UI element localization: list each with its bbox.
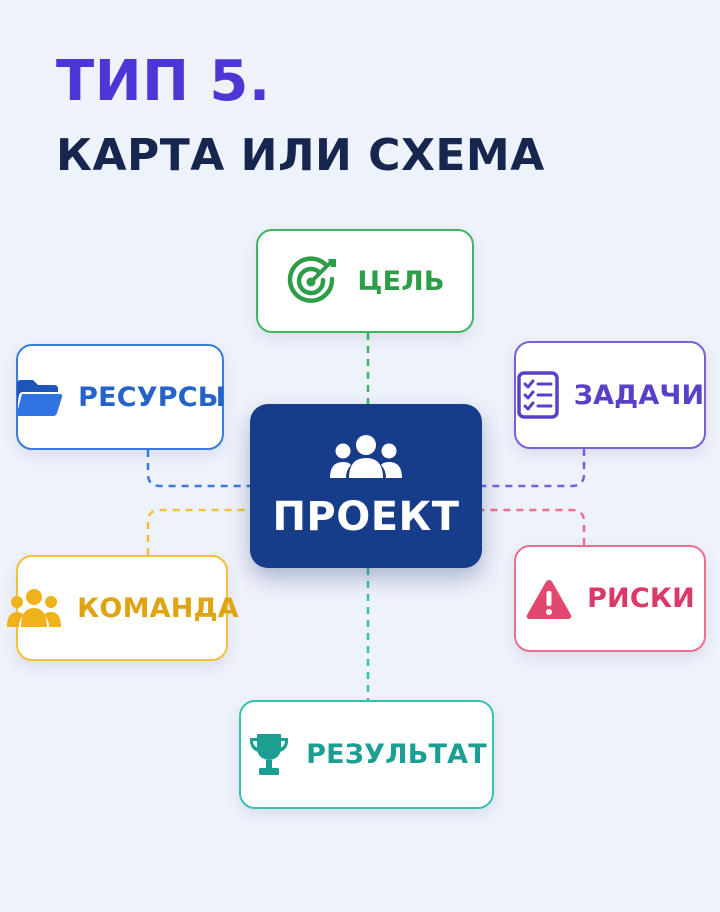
people-group-icon bbox=[330, 435, 402, 478]
node-risks: РИСКИ bbox=[514, 545, 706, 652]
center-label: ПРОЕКТ bbox=[272, 494, 460, 540]
node-risks-label: РИСКИ bbox=[587, 583, 695, 614]
folder-icon bbox=[16, 380, 63, 416]
title-line-1: ТИП 5. bbox=[56, 49, 271, 114]
node-team-label: КОМАНДА bbox=[77, 592, 239, 624]
node-result-label: РЕЗУЛЬТАТ bbox=[306, 739, 487, 770]
node-goal: ЦЕЛЬ bbox=[256, 229, 474, 333]
trophy-icon bbox=[250, 733, 289, 775]
node-team: КОМАНДА bbox=[7, 555, 239, 661]
node-result: РЕЗУЛЬТАТ bbox=[239, 700, 494, 809]
node-tasks-label: ЗАДАЧИ bbox=[573, 379, 705, 411]
connector-team bbox=[146, 508, 250, 555]
node-tasks: ЗАДАЧИ bbox=[514, 341, 706, 449]
connector-resources bbox=[146, 450, 250, 488]
node-resources: РЕСУРСЫ bbox=[16, 344, 226, 450]
node-goal-label: ЦЕЛЬ bbox=[357, 265, 445, 297]
connector-tasks bbox=[482, 449, 586, 488]
node-resources-label: РЕСУРСЫ bbox=[78, 381, 226, 413]
connector-risks bbox=[482, 508, 586, 545]
center-node-project: ПРОЕКТ bbox=[250, 404, 482, 568]
team-icon bbox=[7, 589, 62, 627]
target-icon bbox=[288, 256, 337, 303]
warning-icon bbox=[526, 579, 572, 619]
title-line-2: КАРТА ИЛИ СХЕМА bbox=[56, 130, 545, 181]
checklist-icon bbox=[516, 371, 559, 419]
